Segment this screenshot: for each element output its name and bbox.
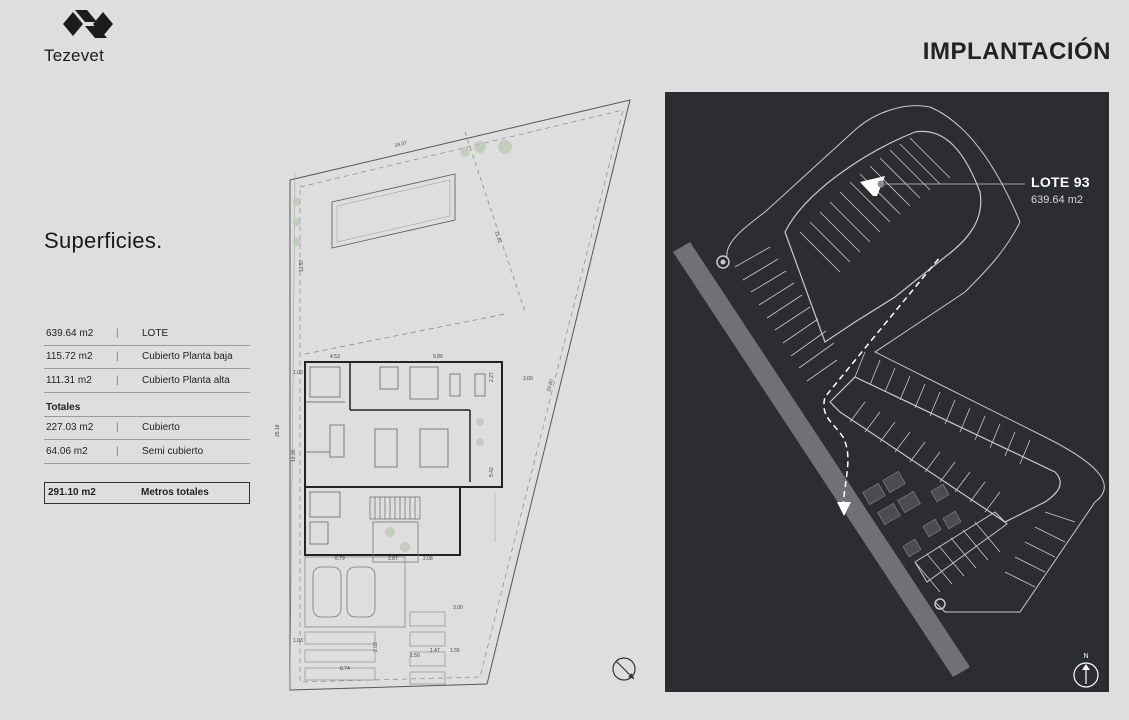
access-route (823, 256, 941, 508)
north-label: N (1083, 653, 1088, 660)
brand-mark-icon (63, 10, 113, 38)
dimension-label: 5.42 (489, 467, 495, 477)
dimension-label: 1.03 (293, 638, 303, 644)
garage (304, 556, 406, 628)
house-upper (304, 361, 503, 488)
dimension-labels: 24.37 11.61 12.57 4.53 9.89 1.03 2.27 3.… (275, 140, 555, 672)
area-label: LOTE (142, 327, 169, 339)
dimension-label: 2.87 (388, 556, 398, 562)
area-label: Cubierto (142, 422, 180, 434)
separator: | (116, 327, 119, 339)
north-arrow-icon: N (1073, 653, 1099, 688)
area-label: Semi cubierto (142, 445, 204, 457)
dimension-label: 1.55 (450, 648, 460, 654)
area-value: 639.64 m2 (46, 327, 94, 339)
amenity-buildings (862, 471, 962, 558)
plan-compass-icon (612, 657, 636, 681)
masterplan-map: LOTE 93 639.64 m2 N (665, 92, 1109, 692)
area-value: 111.31 m2 (46, 374, 92, 386)
setback-line (299, 109, 624, 683)
inner-road (829, 376, 1061, 523)
section-title: Superficies. (44, 228, 163, 253)
dimension-label: 25.18 (275, 424, 281, 437)
dimension-label: 11.61 (493, 231, 503, 245)
main-road (673, 242, 970, 677)
grand-total: 291.10 m2 Metros totales (44, 481, 250, 504)
lot-area: 639.64 m2 (1031, 194, 1083, 206)
dimension-label: 3.00 (523, 376, 533, 382)
dimension-label: 4.53 (330, 354, 340, 360)
route-arrow-icon (837, 502, 851, 516)
lot-lines (734, 137, 1076, 593)
grand-total-value: 291.10 m2 (48, 487, 96, 498)
dimension-label: 8.74 (340, 666, 350, 672)
dimension-label: 24.37 (394, 140, 408, 149)
area-label: Cubierto Planta alta (142, 374, 230, 386)
dimension-label: 3.00 (453, 605, 463, 611)
dimension-label: 12.57 (299, 259, 305, 272)
separator: | (116, 351, 119, 363)
table-row: 64.06 m2 | Semi cubierto (44, 440, 250, 464)
separator: | (116, 445, 119, 457)
dimension-label: 1.03 (293, 370, 303, 376)
lot-marker-icon (877, 180, 885, 188)
dimension-label: 2.02 (373, 642, 379, 652)
lot-name: LOTE 93 (1031, 174, 1090, 190)
site-floor-plan: 24.37 11.61 12.57 4.53 9.89 1.03 2.27 3.… (275, 99, 631, 691)
dimension-label: 29.80 (546, 379, 555, 393)
table-row: 115.72 m2 | Cubierto Planta baja (44, 346, 250, 369)
totals-heading: Totales (44, 395, 250, 417)
table-row: 639.64 m2 | LOTE (44, 322, 250, 346)
inner-road (784, 130, 982, 343)
separator: | (116, 422, 119, 434)
grand-total-label: Metros totales (141, 487, 209, 498)
pool (331, 173, 456, 249)
lot-boundary (289, 99, 631, 691)
areas-table: 639.64 m2 | LOTE 115.72 m2 | Cubierto Pl… (44, 322, 250, 504)
table-row: 227.03 m2 | Cubierto (44, 417, 250, 440)
dimension-label: 2.27 (489, 372, 495, 382)
staircase (369, 496, 421, 520)
dimension-label: 1.47 (430, 648, 440, 654)
brand-name: Tezevet (44, 46, 104, 65)
dimension-label: 12.30 (291, 449, 297, 462)
area-value: 115.72 m2 (46, 351, 93, 363)
house-lower (304, 486, 461, 556)
dimension-label: 2.08 (423, 556, 433, 562)
masterplan-drawing (673, 105, 1105, 677)
cluster-boundary (726, 105, 1105, 613)
highlighted-lot (860, 176, 885, 196)
area-value: 64.06 m2 (46, 445, 88, 457)
vegetation (293, 140, 512, 552)
area-label: Cubierto Planta baja (142, 351, 233, 363)
dimension-label: 6.79 (335, 556, 345, 562)
dimension-label: 1.50 (410, 653, 420, 659)
page-title: IMPLANTACIÓN (922, 38, 1111, 65)
separator: | (116, 374, 119, 386)
area-value: 227.03 m2 (46, 422, 94, 434)
brand-logo: Tezevet (44, 6, 124, 65)
dimension-label: 9.89 (433, 354, 443, 360)
table-row: 111.31 m2 | Cubierto Planta alta (44, 369, 250, 393)
